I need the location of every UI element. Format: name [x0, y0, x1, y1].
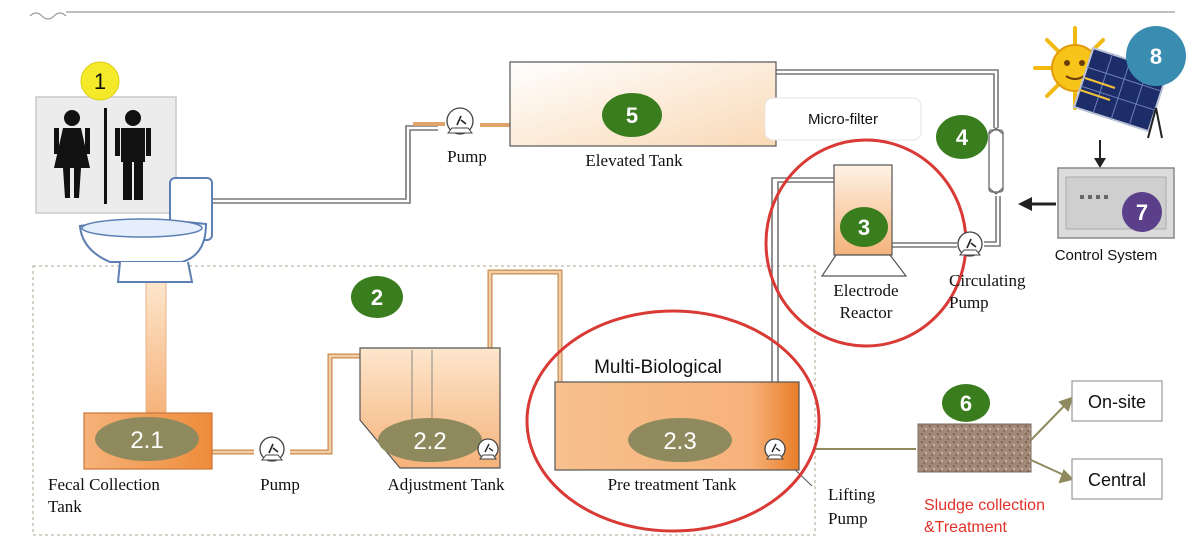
electrode-reactor-label-2: Reactor — [840, 303, 893, 322]
step-2-badge: 2 — [351, 276, 403, 318]
pretreatment-tank-label: Pre treatment Tank — [608, 475, 737, 494]
step-4-number: 4 — [956, 125, 969, 150]
circulating-pump-label-2: Pump — [949, 293, 989, 312]
sludge-bed — [917, 423, 1032, 473]
lifting-pump — [764, 438, 786, 460]
central-box: Central — [1071, 458, 1163, 500]
restroom-sign — [35, 96, 177, 214]
substep-2-3-number: 2.3 — [663, 428, 696, 455]
lifting-pump-label-1: Lifting — [828, 485, 876, 504]
step-1-badge: 1 — [80, 61, 120, 101]
bottom-pump — [259, 436, 285, 462]
step-8-number: 8 — [1150, 44, 1162, 69]
toilet-icon — [78, 177, 213, 283]
electrode-reactor-label-1: Electrode — [833, 281, 898, 300]
step-6-badge: 6 — [942, 384, 990, 422]
adjustment-pump — [477, 438, 499, 460]
control-arrow — [1018, 197, 1056, 211]
step-4-badge: 4 — [936, 115, 988, 159]
circulating-pump — [957, 231, 983, 257]
step-3-badge: 3 — [840, 207, 888, 247]
on-site-box: On-site — [1071, 380, 1163, 422]
substep-2-2-number: 2.2 — [413, 428, 446, 455]
top-pump — [446, 107, 474, 135]
substep-2-2-badge: 2.2 — [378, 418, 482, 462]
substep-2-3-badge: 2.3 — [628, 418, 732, 462]
step-6-number: 6 — [960, 391, 972, 416]
fecal-tank-label-1: Fecal Collection — [48, 475, 160, 494]
sludge-label-1: Sludge collection — [924, 497, 1045, 514]
step-7-badge: 7 — [1122, 192, 1162, 232]
top-pump-label: Pump — [447, 147, 487, 166]
adjustment-tank-label: Adjustment Tank — [387, 475, 505, 494]
step-1-number: 1 — [94, 69, 106, 94]
biological-system-boundary — [32, 265, 816, 536]
step-8-badge: 8 — [1126, 26, 1186, 86]
micro-filter-label: Micro-filter — [808, 111, 878, 128]
step-5-badge: 5 — [602, 93, 662, 137]
substep-2-1-number: 2.1 — [130, 427, 163, 454]
micro-filter-cartridge — [988, 127, 1004, 195]
step-3-number: 3 — [858, 215, 870, 240]
elevated-tank-label: Elevated Tank — [585, 151, 683, 170]
circulating-pump-label-1: Circulating — [949, 271, 1026, 290]
multi-biological-label: Multi-Biological — [594, 357, 722, 378]
step-5-number: 5 — [626, 103, 638, 128]
sludge-label-2: &Treatment — [924, 519, 1008, 536]
lifting-pump-label-2: Pump — [828, 509, 868, 528]
fecal-tank-label-2: Tank — [48, 497, 82, 516]
on-site-label: On-site — [1088, 392, 1146, 412]
step-2-number: 2 — [371, 285, 383, 310]
substep-2-1-badge: 2.1 — [95, 417, 199, 461]
sludge-branch-arrows — [1030, 396, 1074, 484]
top-divider — [29, 11, 1175, 20]
micro-filter-box: Micro-filter — [764, 97, 922, 141]
bottom-pump-label: Pump — [260, 475, 300, 494]
control-system-label: Control System — [1055, 247, 1158, 264]
pretreatment-highlight-circle — [525, 309, 821, 533]
solar-to-control-arrow — [1094, 140, 1106, 168]
step-7-number: 7 — [1136, 200, 1148, 225]
central-label: Central — [1088, 470, 1146, 490]
